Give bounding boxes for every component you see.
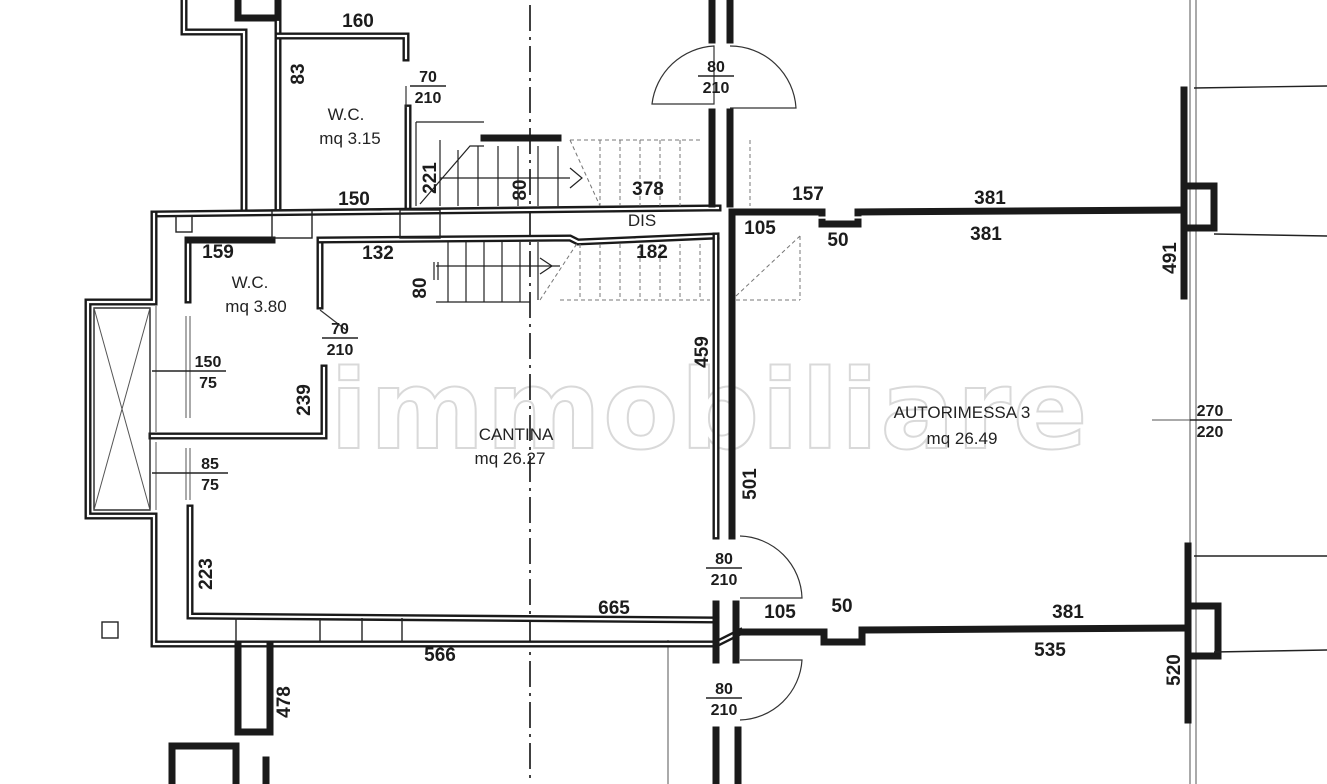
dimension-label: 378 (632, 179, 664, 200)
svg-text:85: 85 (201, 456, 219, 473)
dimension-label: 105 (764, 602, 796, 623)
dimension-label: 381 (974, 188, 1006, 209)
opening-wc-upper: 70 210 (410, 69, 446, 107)
dimension-label: 150 (338, 189, 370, 210)
column-marker (175, 215, 193, 233)
room-area-cantina: mq 26.27 (475, 449, 546, 468)
watermark-text: immobiliare (330, 346, 1089, 474)
dimension-label: 182 (636, 242, 668, 263)
dimension-label: 105 (744, 218, 776, 239)
dimension-label: 83 (288, 63, 309, 84)
dimension-label: 478 (274, 686, 295, 718)
room-name-autorimessa: AUTORIMESSA 3 (894, 403, 1031, 422)
room-area-wc-lower: mq 3.80 (225, 297, 286, 316)
svg-text:210: 210 (415, 90, 442, 107)
staircase-lower (433, 235, 801, 303)
wall-ticks (235, 618, 403, 642)
dimension-label: 80 (510, 179, 531, 200)
site-lines (1152, 85, 1327, 653)
door-swings (155, 45, 803, 721)
dimension-label: 160 (342, 11, 374, 32)
room-name-cantina: CANTINA (479, 425, 554, 444)
staircase-upper (415, 121, 751, 207)
svg-text:210: 210 (711, 572, 738, 589)
opening-cantina-garage: 80 210 (706, 551, 742, 589)
dimension-label: 221 (420, 162, 441, 194)
dimension-label: 535 (1034, 640, 1066, 661)
dimension-label: 132 (362, 243, 394, 264)
dimension-label: 566 (424, 645, 456, 666)
dimension-label: 50 (827, 230, 848, 251)
svg-text:210: 210 (703, 80, 730, 97)
opening-window-left-2: 85 75 (152, 456, 228, 494)
dimension-label: 239 (294, 384, 315, 416)
svg-text:220: 220 (1197, 424, 1224, 441)
dimension-label: 381 (1052, 602, 1084, 623)
svg-text:270: 270 (1197, 403, 1224, 420)
opening-window-left-1: 150 75 (152, 354, 226, 392)
room-name-wc-lower: W.C. (232, 273, 269, 292)
svg-text:75: 75 (199, 375, 217, 392)
room-name-wc-upper: W.C. (328, 105, 365, 124)
opening-garage-door: 270 220 (1190, 403, 1232, 441)
room-area-autorimessa: mq 26.49 (927, 429, 998, 448)
dimension-label: 520 (1164, 654, 1185, 686)
svg-text:150: 150 (195, 354, 222, 371)
svg-text:70: 70 (331, 321, 349, 338)
walls (84, 0, 1222, 784)
svg-text:70: 70 (419, 69, 437, 86)
opening-top-mid: 80 210 (698, 59, 734, 97)
dimension-label: 665 (598, 598, 630, 619)
room-area-wc-upper: mq 3.15 (319, 129, 380, 148)
dimension-label: 157 (792, 184, 824, 205)
dimension-label: 491 (1160, 242, 1181, 274)
dimension-label: 50 (831, 596, 852, 617)
dimension-label: 80 (410, 277, 431, 298)
svg-text:80: 80 (715, 681, 733, 698)
dimension-label: 223 (196, 558, 217, 590)
dimension-label: 501 (740, 468, 761, 500)
dimension-label: 381 (970, 224, 1002, 245)
room-name-dis: DIS (628, 211, 656, 230)
opening-wc-lower: 70 210 (322, 321, 358, 359)
column-marker (101, 621, 119, 639)
svg-text:210: 210 (327, 342, 354, 359)
opening-marker (399, 209, 441, 239)
opening-bottom-door: 80 210 (706, 681, 742, 719)
opening-marker (271, 209, 313, 239)
svg-text:75: 75 (201, 477, 219, 494)
dimension-label: 459 (692, 336, 713, 368)
svg-text:210: 210 (711, 702, 738, 719)
dimension-label: 159 (202, 242, 234, 263)
svg-text:80: 80 (707, 59, 725, 76)
svg-text:80: 80 (715, 551, 733, 568)
